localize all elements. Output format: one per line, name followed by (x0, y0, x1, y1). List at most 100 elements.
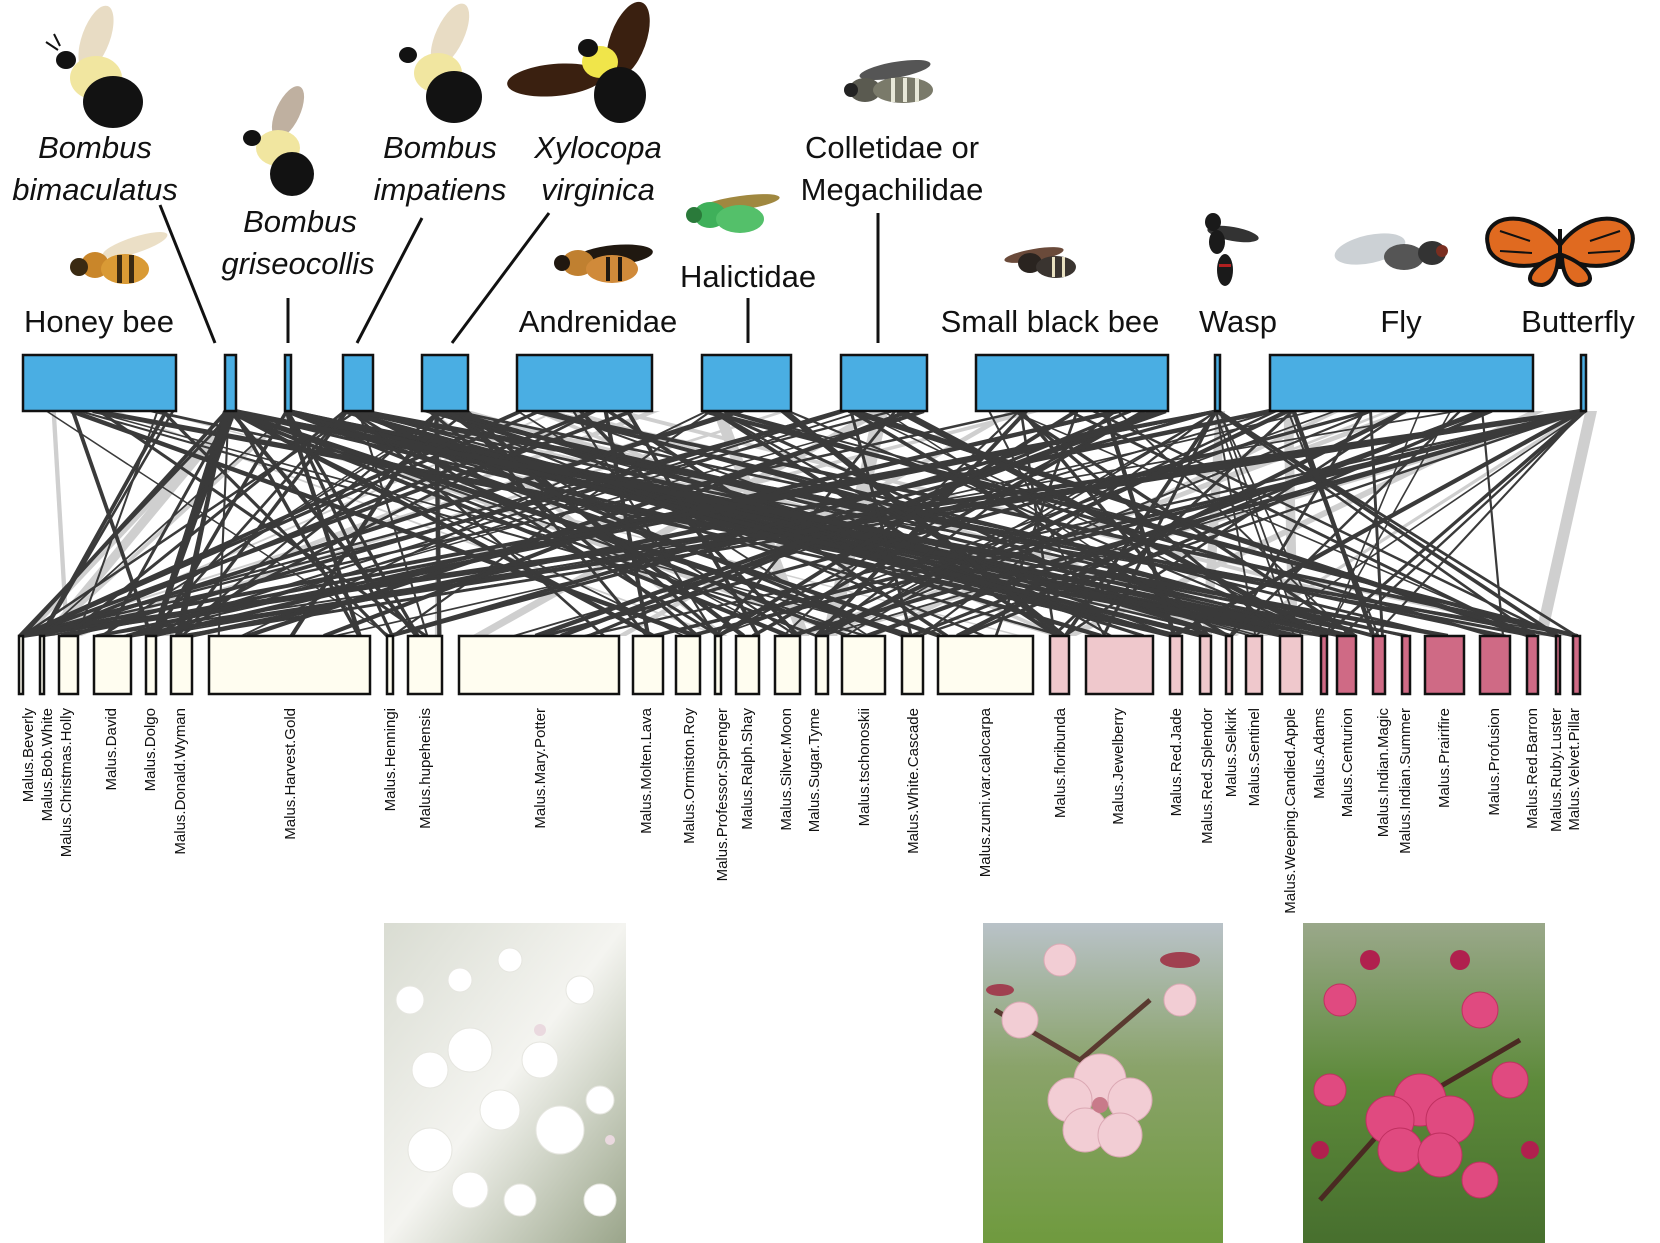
malus-label-malus-profusion: Malus.Profusion (1486, 708, 1503, 816)
pollinator-box-andrenidae (515, 353, 654, 413)
malus-box-malus-tschonoskii (840, 634, 887, 696)
malus-label-malus-bob-white: Malus.Bob.White (39, 708, 56, 821)
interaction-link (988, 410, 1106, 637)
interaction-link (717, 409, 1078, 638)
malus-box-malus-floribunda (1048, 634, 1071, 696)
malus-box-malus-ruby-luster (1554, 634, 1562, 696)
pollinator-box-halictidae (700, 353, 793, 413)
malus-label-malus-jewelberry: Malus.Jewelberry (1110, 708, 1127, 825)
label-leader-lines (158, 204, 880, 344)
malus-box-malus-prairifire (1423, 634, 1466, 696)
interaction-link (20, 409, 229, 638)
label-andrenidae: Andrenidae (519, 304, 678, 339)
interaction-link (1014, 409, 1357, 638)
interaction-link (849, 410, 913, 637)
interaction-link (815, 410, 1373, 637)
malus-box-malus-red-barron (1525, 634, 1540, 696)
pollinator-box-bombus-griseocollis (283, 353, 293, 413)
interaction-link (231, 409, 1171, 638)
interaction-link (65, 409, 346, 638)
honey-bee-icon (70, 232, 168, 284)
interaction-link (42, 409, 594, 638)
interaction-link (1217, 409, 1559, 638)
pollinator-box-colletidae-or-megachilidae (839, 353, 929, 413)
interaction-link (1068, 409, 1529, 638)
interaction-link (391, 410, 712, 637)
interaction-link (70, 408, 697, 639)
malus-box-malus-adams (1319, 634, 1329, 696)
malus-label-malus-mary-potter: Malus.Mary.Potter (532, 708, 549, 829)
label-xylocopa-virginica-2: virginica (541, 172, 655, 207)
interaction-link (60, 409, 1219, 638)
malus-label-malus-henningi: Malus.Henningi (382, 708, 399, 811)
interaction-link (46, 410, 391, 637)
label-wasp: Wasp (1199, 304, 1277, 339)
malus-box-malus-red-splendor (1198, 634, 1213, 696)
interaction-link (1291, 410, 1376, 637)
malus-box-malus-bob-white (38, 634, 46, 696)
carpenter-bee-icon (507, 1, 650, 123)
interaction-link (727, 410, 1575, 637)
interaction-link (855, 409, 1535, 638)
label-bombus-bimaculatus-2: bimaculatus (12, 172, 177, 207)
pollinator-boxes (21, 353, 1588, 413)
malus-label-malus-sentinel: Malus.Sentinel (1246, 708, 1263, 806)
malus-label-malus-red-barron: Malus.Red.Barron (1524, 708, 1541, 829)
interaction-link (1214, 409, 1537, 638)
malus-boxes (17, 634, 1582, 696)
malus-box-malus-henningi (385, 634, 395, 696)
interaction-link (1092, 409, 1558, 638)
interaction-link (1011, 410, 1536, 637)
interaction-link (1324, 410, 1587, 637)
interaction-link (425, 410, 1175, 637)
malus-box-malus-red-jade (1168, 634, 1184, 696)
interaction-link (76, 410, 159, 637)
interaction-band (471, 411, 887, 636)
malus-box-malus-selkirk (1224, 634, 1234, 696)
malus-label-malus-donald-wyman: Malus.Donald.Wyman (172, 708, 189, 855)
interaction-link (146, 410, 348, 637)
malus-label-malus-hupehensis: Malus.hupehensis (417, 708, 434, 829)
malus-box-malus-beverly (17, 634, 25, 696)
interaction-link (446, 409, 745, 638)
malus-label-malus-dolgo: Malus.Dolgo (142, 708, 159, 791)
interaction-link (225, 408, 1449, 639)
pollinator-box-xylocopa-virginica (420, 353, 470, 413)
interaction-band (42, 411, 242, 636)
interaction-link (232, 410, 361, 637)
malus-label-malus-red-splendor: Malus.Red.Splendor (1199, 708, 1216, 844)
malus-box-malus-christmas-holly (57, 634, 80, 696)
interaction-link (537, 409, 1579, 638)
pollinator-labels: Honey bee Bombus bimaculatus Bombus gris… (12, 130, 1635, 339)
malus-box-malus-donald-wyman (169, 634, 194, 696)
leafcutter-bee-icon (844, 59, 933, 103)
interaction-link (286, 410, 420, 637)
butterfly-icon (1485, 216, 1635, 288)
interaction-link (603, 410, 651, 637)
interaction-link (689, 409, 1585, 638)
malus-label-malus-tschonoskii: Malus.tschonoskii (856, 708, 873, 826)
malus-box-malus-white-cascade (900, 634, 925, 696)
interaction-link (543, 409, 1370, 638)
label-small-black-bee: Small black bee (941, 304, 1160, 339)
malus-box-malus-weeping-candied-apple (1278, 634, 1304, 696)
pollinator-box-honey-bee (21, 353, 178, 413)
malus-label-malus-zumi-var-calocarpa: Malus.zumi.var.calocarpa (977, 707, 994, 877)
label-bombus-impatiens-1: Bombus (383, 130, 497, 165)
bumblebee-icon (399, 3, 482, 123)
pollinator-box-small-black-bee (974, 353, 1170, 413)
malus-label-malus-molten-lava: Malus.Molten.Lava (638, 707, 655, 834)
interaction-link (285, 409, 1063, 638)
malus-label-malus-red-jade: Malus.Red.Jade (1168, 708, 1185, 816)
mining-bee-icon (554, 244, 653, 283)
label-colletidae-2: Megachilidae (801, 172, 984, 207)
interaction-link (70, 410, 153, 637)
malus-box-malus-indian-magic (1371, 634, 1387, 696)
label-halictidae: Halictidae (680, 259, 816, 294)
interaction-links (18, 408, 1597, 639)
pollinator-box-bombus-bimaculatus (223, 353, 238, 413)
interaction-link (39, 410, 168, 637)
interaction-link (814, 409, 1028, 638)
malus-label-malus-beverly: Malus.Beverly (20, 708, 37, 803)
